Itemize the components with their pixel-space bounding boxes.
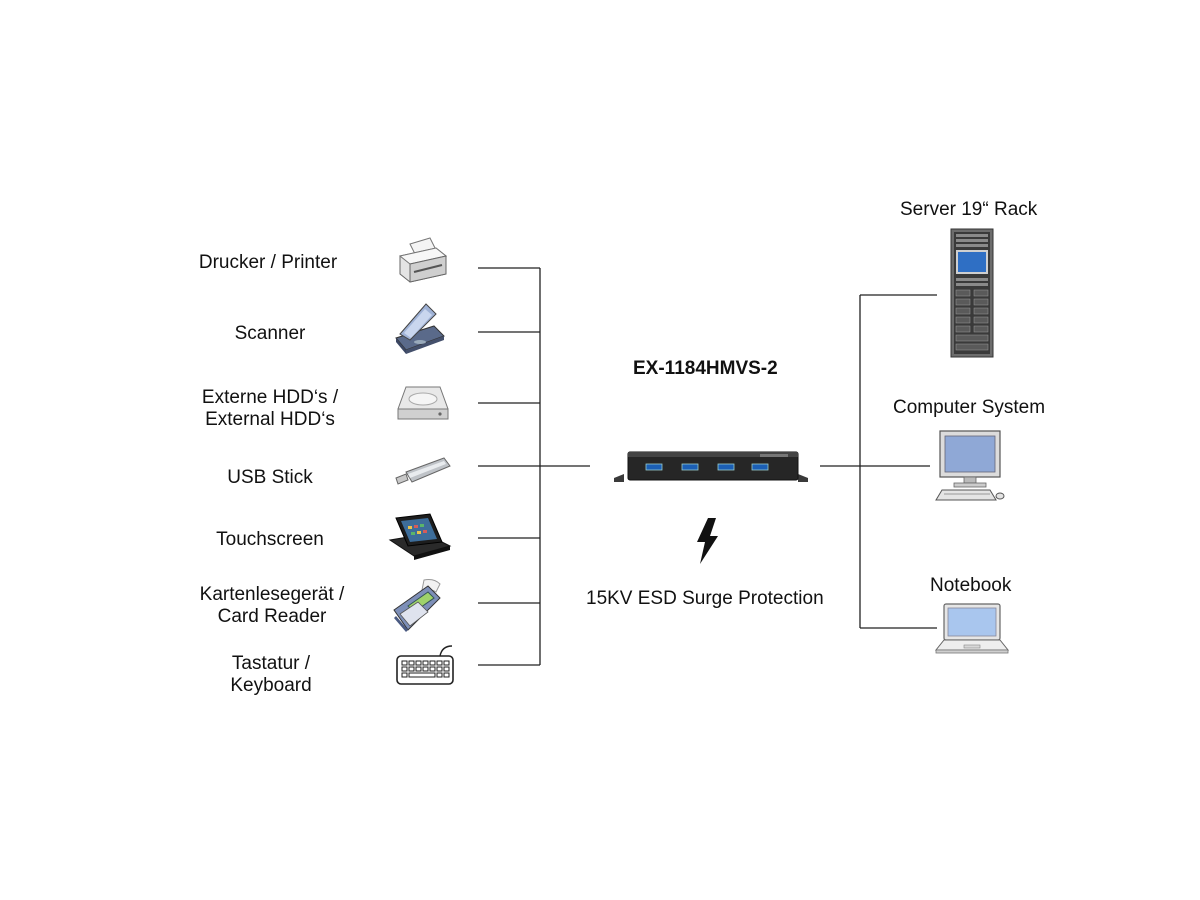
device-label-notebook: Notebook — [930, 575, 1012, 596]
keyboard-icon — [396, 645, 454, 685]
device-label-card-reader: Kartenlesegerät / Card Reader — [172, 584, 372, 628]
hub-model-title: EX-1184HMVS-2 — [633, 358, 778, 379]
device-label-keyboard: Tastatur / Keyboard — [181, 653, 361, 697]
device-label-line: Scanner — [234, 323, 306, 344]
device-label-computer-system: Computer System — [893, 397, 1046, 418]
device-label-line: USB Stick — [227, 467, 313, 488]
usb-hub-device — [614, 451, 808, 482]
device-label-line: Card Reader — [217, 606, 327, 627]
device-label-line: Touchscreen — [216, 529, 324, 550]
surge-protection-label: 15KV ESD Surge Protection — [586, 588, 824, 609]
device-label-usb-stick: USB Stick — [180, 467, 360, 489]
device-label-line: External HDD‘s — [205, 409, 335, 430]
card-reader-icon — [393, 579, 441, 632]
external-hdd-icon — [397, 386, 449, 420]
server-rack-icon — [950, 228, 994, 358]
notebook-icon — [934, 603, 1010, 654]
device-label-line: Drucker / Printer — [198, 252, 338, 273]
device-label-external-hdd: Externe HDD‘s / External HDD‘s — [170, 387, 370, 431]
printer-icon — [398, 237, 448, 283]
lightning-bolt-icon — [697, 518, 718, 564]
device-label-touchscreen: Touchscreen — [180, 529, 360, 551]
device-label-server-rack: Server 19“ Rack — [900, 199, 1038, 220]
device-label-line: Keyboard — [230, 675, 312, 696]
scanner-icon — [395, 303, 445, 354]
device-label-line: Tastatur / — [231, 653, 311, 674]
usb-stick-icon — [395, 457, 451, 485]
computer-system-icon — [935, 430, 1005, 501]
touchscreen-icon — [388, 513, 452, 560]
device-label-scanner: Scanner — [180, 323, 360, 345]
device-label-line: Externe HDD‘s / — [201, 387, 339, 408]
device-label-printer: Drucker / Printer — [178, 252, 358, 274]
device-label-line: Kartenlesegerät / — [199, 584, 345, 605]
